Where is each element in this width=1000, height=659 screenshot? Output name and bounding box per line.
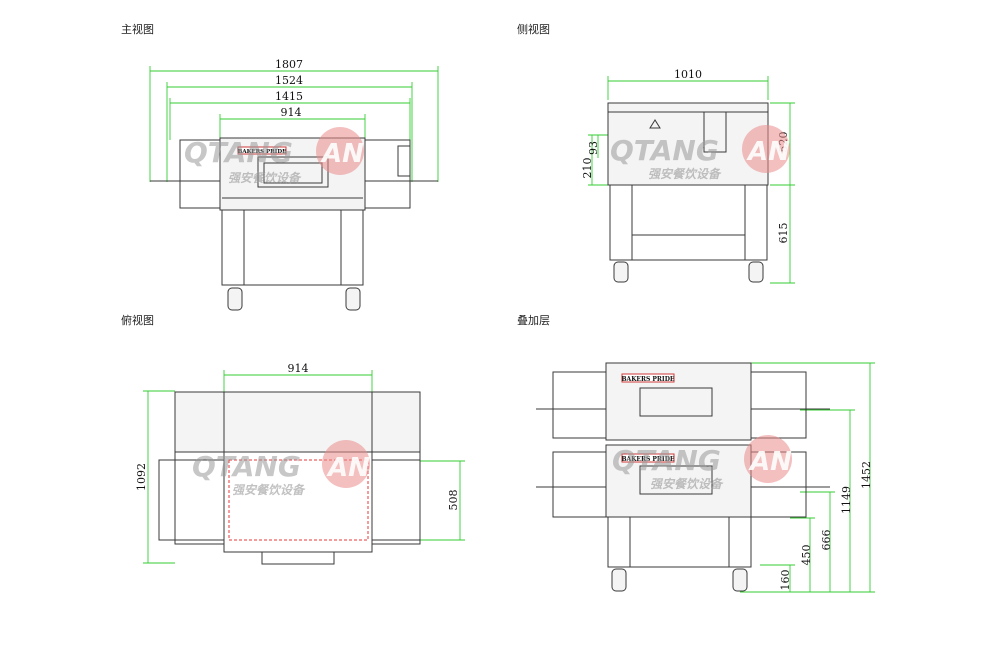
front-dim-914: 914	[281, 106, 302, 119]
stack-dimension-lines	[740, 362, 875, 593]
top-right-conveyor	[371, 459, 421, 541]
side-dimension-lines	[588, 76, 795, 284]
side-view: 1010 93 210 520 615	[581, 68, 795, 284]
top-view-title: 俯视图	[121, 314, 154, 327]
stack-dim-450: 450	[800, 545, 813, 566]
side-right-caster	[748, 261, 764, 283]
stack-dim-666: 666	[820, 530, 833, 551]
stack-right-caster	[732, 568, 748, 592]
watermark-top: QTANG AN 强安餐饮设备	[192, 440, 370, 497]
front-dim-1807: 1807	[275, 58, 303, 71]
watermark-side: QTANG AN 强安餐饮设备	[610, 125, 790, 181]
top-dim-1092: 1092	[135, 463, 148, 491]
side-view-title: 侧视图	[517, 23, 550, 36]
top-control-strip	[261, 551, 335, 565]
watermark-stack: QTANG AN 强安餐饮设备	[612, 435, 792, 491]
stack-view: 1452 1149 666 450 160 BAKERS PRIDE BAKER…	[536, 362, 875, 593]
svg-text:AN: AN	[326, 453, 370, 483]
front-window-frame	[257, 156, 329, 188]
watermark-front: QTANG AN 强安餐饮设备	[184, 127, 364, 185]
front-control-panel	[397, 145, 411, 177]
front-dim-1524: 1524	[275, 74, 303, 87]
stack-dim-1452: 1452	[860, 461, 873, 489]
side-dim-210: 210	[581, 158, 594, 179]
svg-text:强安餐饮设备: 强安餐饮设备	[648, 167, 722, 181]
front-stand	[221, 209, 364, 286]
stack-upper-brand-label: BAKERS PRIDE	[621, 376, 674, 383]
svg-text:强安餐饮设备: 强安餐饮设备	[650, 477, 724, 491]
top-dim-914: 914	[288, 362, 309, 375]
top-hood	[174, 391, 421, 453]
stack-upper-brand-plate	[621, 373, 675, 383]
svg-text:AN: AN	[746, 137, 790, 167]
stack-dim-1149: 1149	[840, 486, 853, 514]
watermark-an: AN	[320, 139, 364, 169]
stack-dim-160: 160	[779, 570, 792, 591]
watermark-latin: QTANG	[184, 136, 293, 169]
warning-icon	[649, 119, 661, 129]
watermark-cn: 强安餐饮设备	[228, 171, 302, 185]
svg-text:AN: AN	[748, 447, 792, 477]
svg-text:QTANG: QTANG	[610, 134, 719, 167]
top-dim-508: 508	[447, 490, 460, 511]
side-dim-615: 615	[777, 223, 790, 244]
front-right-conveyor-box	[364, 139, 411, 209]
front-window-glass	[263, 162, 323, 184]
stack-lower-brand-plate	[621, 453, 675, 463]
svg-text:QTANG: QTANG	[192, 450, 301, 483]
side-dim-1010: 1010	[674, 68, 702, 81]
top-view: 914 1092 508	[135, 362, 465, 565]
svg-text:QTANG: QTANG	[612, 444, 721, 477]
stack-view-title: 叠加层	[517, 314, 550, 327]
stack-left-caster	[611, 568, 627, 592]
front-dimension-lines	[149, 66, 439, 182]
front-left-conveyor-box	[179, 139, 221, 209]
side-left-caster	[613, 261, 629, 283]
front-brand-label: BAKERS PRIDE	[238, 149, 287, 155]
side-oven-body	[607, 102, 769, 186]
top-dimension-lines	[143, 370, 465, 564]
front-brand-plate	[237, 146, 287, 155]
front-dim-1415: 1415	[275, 90, 303, 103]
front-view-title: 主视图	[121, 23, 154, 36]
stack-stand	[607, 516, 752, 568]
side-control-box	[703, 111, 727, 153]
side-dim-93: 93	[587, 141, 600, 155]
top-baking-chamber	[228, 459, 369, 541]
front-right-caster	[345, 287, 361, 311]
front-left-caster	[227, 287, 243, 311]
svg-text:强安餐饮设备: 强安餐饮设备	[232, 483, 306, 497]
stack-lower-brand-label: BAKERS PRIDE	[621, 456, 674, 463]
